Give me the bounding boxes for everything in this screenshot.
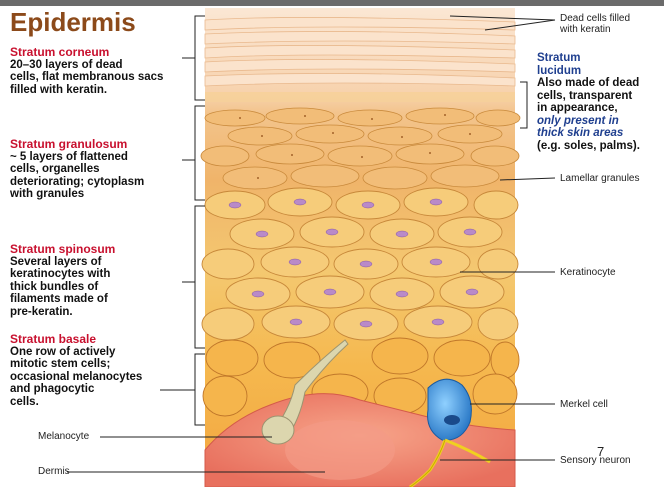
lucidum-italic-1: only present in: [537, 114, 619, 127]
basale-line-2: mitotic stem cells;: [10, 358, 111, 370]
label-melanocyte: Melanocyte: [38, 431, 90, 442]
basale-line-4: and phagocytic: [10, 383, 95, 395]
label-lamellar-granules: Lamellar granules: [560, 173, 640, 184]
corneum-line-3: filled with keratin.: [10, 83, 108, 96]
granulosum-line-4: with granules: [10, 188, 85, 200]
corneum-heading: Stratum corneum: [10, 45, 110, 59]
granulosum-line-1: ~ 5 layers of flattened: [10, 150, 128, 163]
spinosum-line-4: filaments made of: [10, 293, 108, 305]
label-dead-cells: Dead cells filled with keratin: [560, 13, 630, 35]
spinosum-line-5: pre-keratin.: [10, 305, 73, 318]
label-stratum-spinosum: Stratum spinosum Several layers of kerat…: [10, 243, 190, 318]
corneum-line-1: 20–30 layers of dead: [10, 58, 123, 71]
dermis-cell: [285, 420, 395, 480]
left-pointers: [67, 436, 325, 473]
lucidum-band: [205, 92, 515, 102]
top-bar: [0, 0, 664, 6]
right-pointers: [440, 15, 556, 461]
granulosum-cells: [200, 107, 521, 190]
page-title: Epidermis: [10, 7, 136, 37]
label-stratum-lucidum: Stratum lucidum Also made of dead cells,…: [537, 52, 662, 152]
dead-cells-line-2: with keratin: [560, 24, 611, 35]
spinosum-line-1: Several layers of: [10, 255, 102, 268]
dead-cells-line-1: Dead cells filled: [560, 13, 631, 24]
page-number: 7: [597, 444, 605, 459]
lucidum-line-1: Also made of dead: [537, 77, 640, 89]
label-stratum-corneum: Stratum corneum 20–30 layers of dead cel…: [10, 46, 190, 96]
label-stratum-granulosum: Stratum granulosum ~ 5 layers of flatten…: [10, 138, 190, 201]
label-stratum-basale: Stratum basale One row of actively mitot…: [10, 333, 190, 408]
granulosum-line-2: cells, organelles: [10, 163, 100, 175]
basale-line-1: One row of actively: [10, 345, 116, 358]
merkel-cell-shape: [427, 378, 472, 441]
lucidum-line-3: in appearance,: [537, 102, 618, 114]
basale-cells: [202, 337, 520, 417]
label-merkel-cell: Merkel cell: [560, 399, 608, 410]
spinosum-line-2: keratinocytes with: [10, 268, 111, 280]
label-dermis: Dermis: [38, 466, 70, 477]
label-sensory-neuron: Sensory neuron: [560, 455, 631, 466]
basale-line-5: cells.: [10, 395, 39, 408]
nuclei: [228, 198, 479, 328]
spinosum-heading: Stratum spinosum: [10, 242, 116, 256]
granule-dots: [239, 114, 471, 179]
spinosum-line-3: thick bundles of: [10, 280, 99, 293]
lucidum-italic-2: thick skin areas: [537, 127, 624, 139]
lucidum-heading-2: lucidum: [537, 64, 582, 77]
granulosum-heading: Stratum granulosum: [10, 137, 128, 151]
corneum-line-2: cells, flat membranous sacs: [10, 71, 164, 83]
corneum-cells: [204, 17, 516, 87]
lucidum-last: (e.g. soles, palms).: [537, 139, 640, 152]
basale-line-3: occasional melanocytes: [10, 370, 143, 383]
granulosum-line-3: deteriorating; cytoplasm: [10, 175, 145, 188]
label-keratinocyte: Keratinocyte: [560, 267, 616, 278]
lucidum-line-2: cells, transparent: [537, 89, 633, 102]
lucidum-heading-1: Stratum: [537, 52, 581, 64]
left-brackets: [160, 15, 205, 426]
basale-heading: Stratum basale: [10, 332, 97, 346]
